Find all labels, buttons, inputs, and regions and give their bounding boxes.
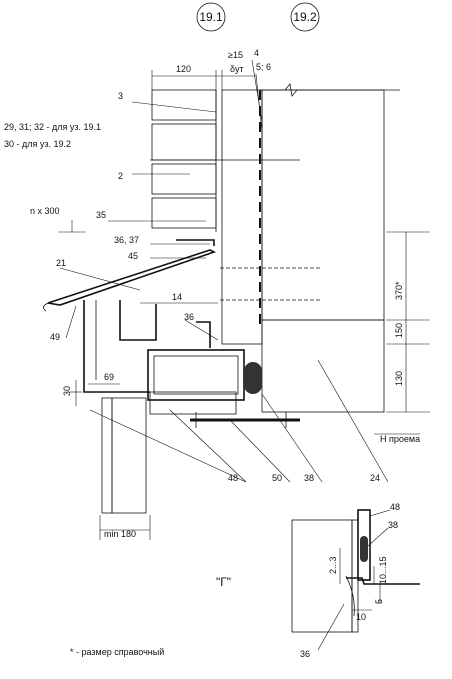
callout-4: 4 <box>254 48 259 58</box>
insulation-layer <box>221 89 263 345</box>
callout-36-37: 36, 37 <box>114 235 139 245</box>
callout-69: 69 <box>104 372 114 382</box>
callout-30: 30 - для уз. 19.2 <box>4 139 71 149</box>
callout-29-31: 29, 31; 32 - для уз. 19.1 <box>4 122 101 132</box>
detail-dim-10: 10 <box>356 612 366 622</box>
callout-21: 21 <box>56 258 66 268</box>
callout-3: 3 <box>118 91 123 101</box>
callout-38: 38 <box>304 473 314 483</box>
detail-dim-2-3: 2...3 <box>328 556 338 574</box>
svg-text:19.1: 19.1 <box>199 10 223 24</box>
dim-120: 120 <box>176 64 191 74</box>
callout-36: 36 <box>184 312 194 322</box>
dim-delta-ut: δут <box>230 64 244 74</box>
leader-lines <box>59 59 389 483</box>
callout-49: 49 <box>50 332 60 342</box>
callout-24: 24 <box>370 473 380 483</box>
label-n-x-300: n x 300 <box>30 206 60 216</box>
sealant-cord <box>244 362 262 394</box>
detail-callout-38: 38 <box>388 520 398 530</box>
detail-dim-10-15: 10...15 <box>378 556 388 584</box>
dim-370: 370* <box>394 281 404 300</box>
dim-130: 130 <box>394 371 404 386</box>
lintel-block <box>261 319 385 413</box>
callout-35: 35 <box>96 210 106 220</box>
label-h-opening: H проема <box>380 434 420 444</box>
window-frame <box>83 300 245 415</box>
svg-text:19.2: 19.2 <box>293 10 317 24</box>
dimension-lines <box>58 70 430 540</box>
detail-title: "Г" <box>216 575 231 589</box>
detail-dim-5: 5 <box>374 599 384 604</box>
detail-callout-48: 48 <box>390 502 400 512</box>
lower-wall <box>101 397 147 514</box>
callout-50: 50 <box>272 473 282 483</box>
detail-callout-36: 36 <box>300 649 310 659</box>
dim-min-15: ≥15 <box>228 50 243 60</box>
dim-150: 150 <box>394 323 404 338</box>
footnote: * - размер справочный <box>70 647 164 657</box>
callout-5-6: 5; 6 <box>256 62 271 72</box>
node-header-a: 19.1 <box>196 2 226 32</box>
brick-facing <box>151 89 217 232</box>
callout-48: 48 <box>228 473 238 483</box>
dim-30: 30 <box>62 386 72 396</box>
callout-14: 14 <box>172 292 182 302</box>
drip-flashing <box>43 239 217 312</box>
callout-2: 2 <box>118 171 123 181</box>
dim-min-180: min 180 <box>104 529 136 539</box>
detail-g <box>291 509 420 651</box>
concrete-wall <box>261 83 400 321</box>
callout-45: 45 <box>128 251 138 261</box>
anchors <box>150 159 320 301</box>
node-header-b: 19.2 <box>290 2 320 32</box>
